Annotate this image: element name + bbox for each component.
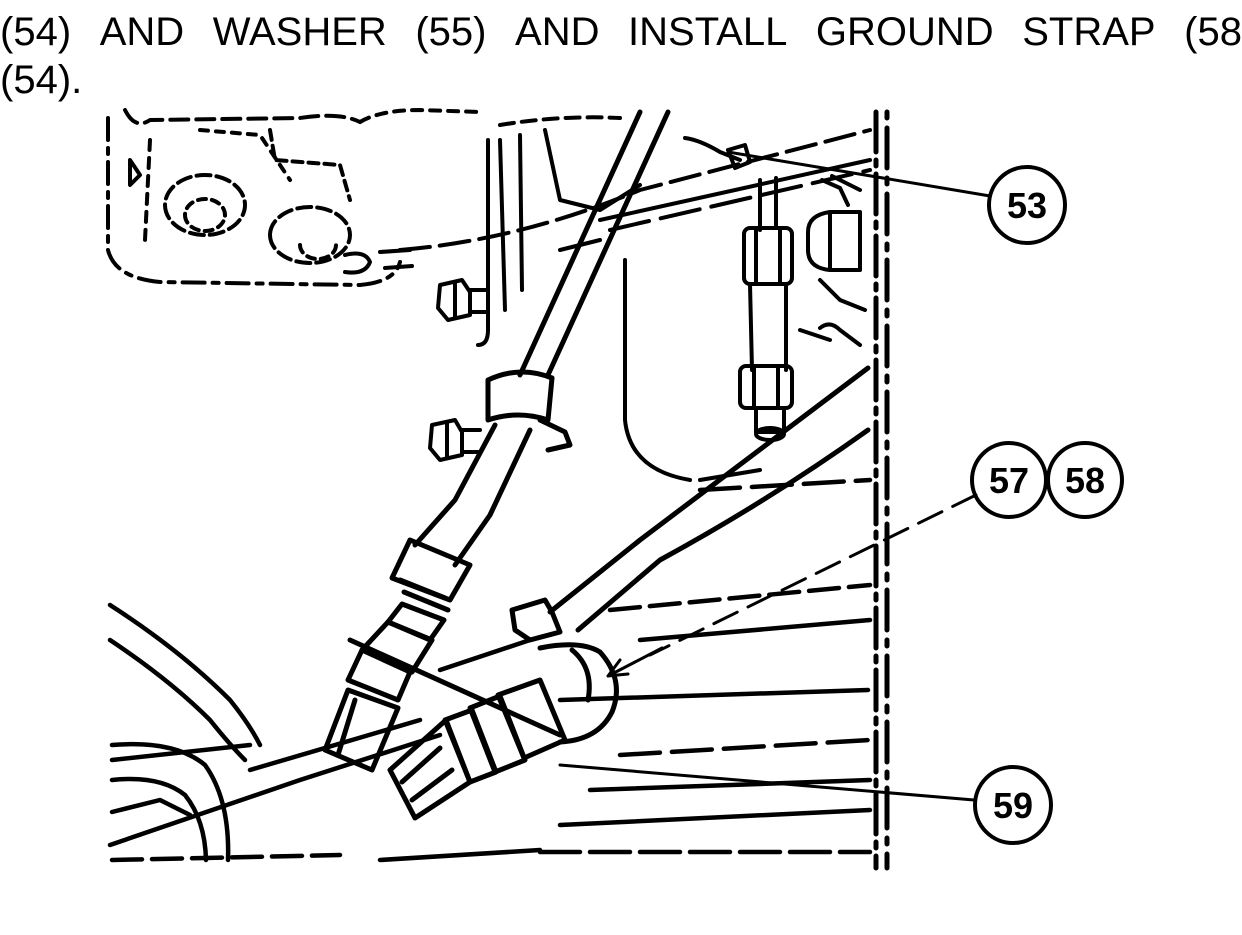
side-fitting: [683, 136, 867, 347]
callout-58: 58: [1046, 441, 1124, 519]
instruction-text-line-2: (54).: [0, 58, 83, 102]
instruction-word: (54): [0, 10, 72, 54]
connector-assembly: [347, 637, 568, 821]
fuel-hose: [322, 109, 671, 773]
callout-58-label: 58: [1065, 460, 1105, 501]
callout-59-label: 59: [993, 785, 1033, 826]
callout-53-label: 53: [1007, 185, 1047, 226]
leader-lines: [558, 150, 992, 802]
inline-filter: [738, 176, 794, 442]
lower-left-tubing: [107, 602, 873, 863]
instruction-word: AND: [515, 10, 600, 54]
hex-bolt-lower: [428, 418, 482, 462]
hex-bolt-upper: [436, 278, 490, 322]
ground-strap: [509, 365, 871, 745]
instruction-word: WASHER: [212, 10, 387, 54]
instruction-word: STRAP: [1022, 10, 1156, 54]
housing-lines: [476, 128, 872, 482]
instruction-word: GROUND: [815, 10, 994, 54]
instruction-word: (58: [1184, 10, 1242, 54]
lower-right-lines: [437, 477, 873, 828]
callout-53: 53: [987, 165, 1067, 245]
callout-57-label: 57: [989, 460, 1029, 501]
instruction-word: AND: [99, 10, 185, 54]
frame-boundary: [873, 109, 890, 871]
callout-57: 57: [970, 441, 1048, 519]
callout-59: 59: [973, 765, 1053, 845]
instruction-word: INSTALL: [628, 10, 788, 54]
instruction-text-line-1: (54) AND WASHER (55) AND INSTALL GROUND STRAP (5…: [0, 10, 1242, 54]
instruction-word: (55): [415, 10, 487, 54]
